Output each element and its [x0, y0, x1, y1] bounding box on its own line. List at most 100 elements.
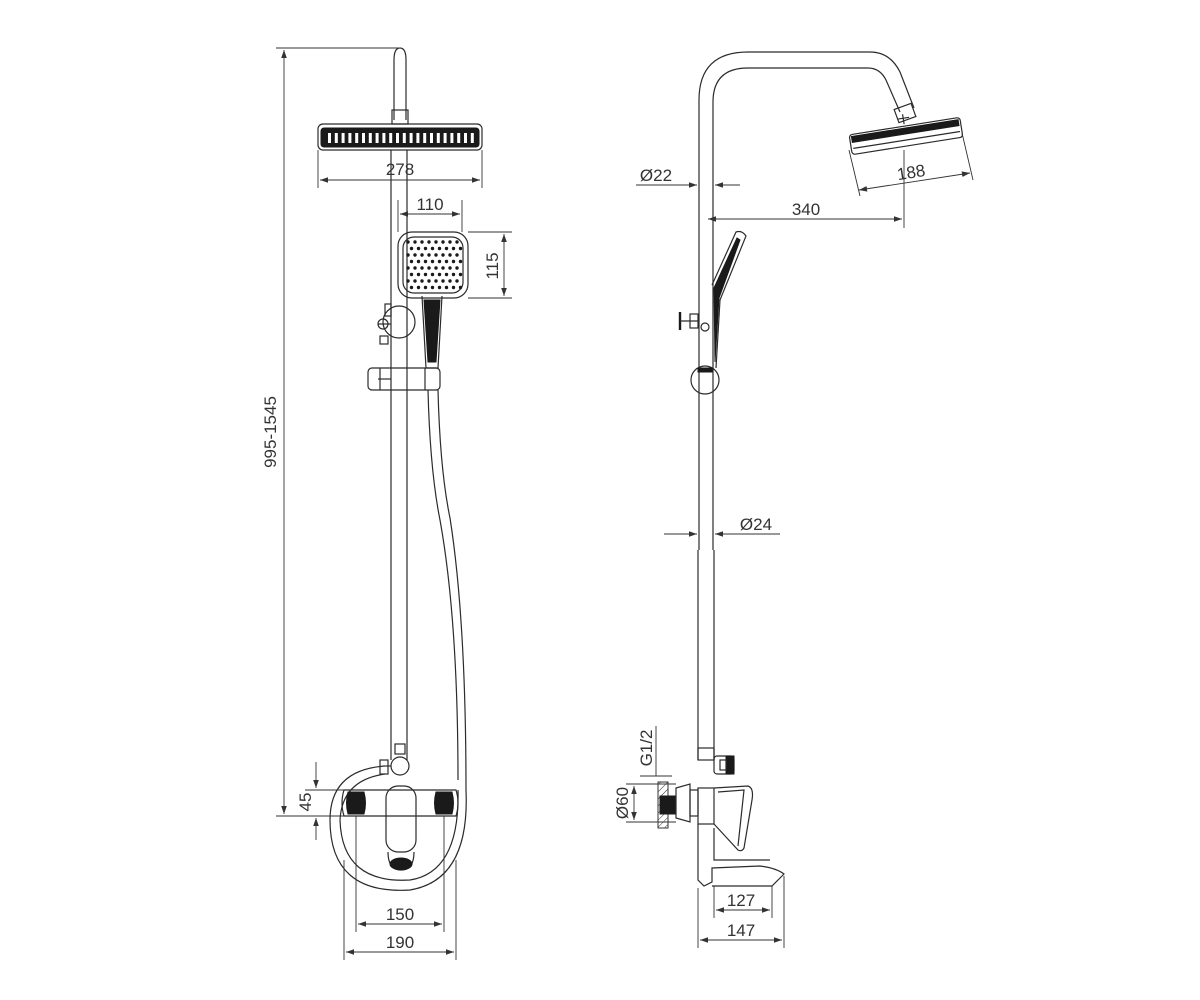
spray-hole	[409, 259, 414, 264]
dim-lower-pipe-diameter: Ø24	[740, 515, 772, 534]
spray-hole	[444, 272, 449, 277]
front-hand-shower	[397, 231, 469, 369]
dim-hand-shower-height: 115	[483, 252, 502, 279]
spray-hole	[406, 279, 410, 283]
front-mixer	[341, 743, 459, 871]
spray-hole	[455, 253, 459, 257]
spray-hole	[423, 285, 428, 290]
spray-hole	[455, 266, 459, 270]
spray-hole	[423, 246, 428, 251]
spray-hole	[437, 272, 442, 277]
front-diverter	[377, 303, 416, 345]
dim-overall-height: 995-1545	[261, 396, 280, 468]
spray-hole	[427, 253, 431, 257]
nozzle-slot	[436, 133, 440, 143]
nozzle-slot	[341, 133, 345, 143]
spray-hole	[409, 285, 414, 290]
nozzle-slot	[348, 133, 352, 143]
side-slide-holder	[690, 365, 720, 395]
dim-overhead-width: 278	[386, 160, 414, 179]
spray-hole	[455, 240, 459, 244]
nozzle-slot	[470, 133, 474, 143]
dim-upper-pipe-diameter: Ø22	[640, 166, 672, 185]
spray-hole	[409, 272, 414, 277]
front-overhead-shower-head	[317, 123, 483, 151]
spray-hole	[441, 253, 445, 257]
spray-hole	[444, 285, 449, 290]
spray-hole	[420, 266, 424, 270]
spray-hole	[416, 285, 421, 290]
spray-hole	[420, 279, 424, 283]
spray-hole	[434, 266, 438, 270]
spray-hole	[413, 253, 417, 257]
spray-hole	[427, 240, 431, 244]
nozzle-slot	[430, 133, 433, 143]
spray-hole	[448, 240, 452, 244]
spray-hole	[420, 253, 424, 257]
spray-hole	[420, 240, 424, 244]
front-shower-hose	[329, 389, 467, 891]
side-lower-pipe	[697, 550, 715, 760]
nozzle-slot	[423, 133, 427, 143]
front-dimension-labels: 995-1545 278 110 115 45 150 190	[261, 160, 502, 952]
spray-hole	[423, 272, 428, 277]
spray-hole	[434, 240, 438, 244]
front-main-pipe	[390, 150, 408, 760]
front-overhead-riser	[391, 47, 409, 125]
nozzle-slot	[389, 133, 393, 143]
spray-hole	[427, 279, 431, 283]
spray-hole	[430, 246, 435, 251]
spray-hole	[451, 272, 456, 277]
nozzle-slot	[396, 133, 399, 143]
spray-hole	[413, 240, 417, 244]
nozzle-slot	[402, 133, 406, 143]
nozzle-slot	[355, 133, 359, 143]
spray-hole	[430, 259, 435, 264]
spray-hole	[448, 266, 452, 270]
spray-hole	[409, 246, 414, 251]
spray-hole	[444, 246, 449, 251]
spray-hole	[413, 266, 417, 270]
dim-spout-length-inner: 127	[727, 891, 755, 910]
spray-hole	[451, 246, 456, 251]
spray-hole	[430, 272, 435, 277]
dim-mixer-offset: 45	[296, 793, 315, 812]
hand-shower-spray-holes	[406, 240, 463, 290]
dim-mixer-width-inner: 150	[386, 905, 414, 924]
side-overhead-arm	[698, 51, 917, 550]
spray-hole	[444, 259, 449, 264]
spray-hole	[458, 285, 463, 290]
spray-hole	[458, 246, 463, 251]
dim-hand-shower-width: 110	[416, 195, 443, 214]
dim-inlet-thread: G1/2	[637, 730, 656, 767]
front-dimensions	[276, 47, 512, 960]
side-view: Ø22 340 188 Ø24 G1/2 Ø60 127 147	[613, 51, 974, 948]
side-overhead-shower-head	[848, 114, 964, 155]
spray-hole	[441, 240, 445, 244]
spray-hole	[430, 285, 435, 290]
spray-hole	[434, 253, 438, 257]
nozzle-slot	[450, 133, 454, 143]
spray-hole	[451, 259, 456, 264]
spray-hole	[416, 246, 421, 251]
spray-hole	[451, 285, 456, 290]
dim-mixer-width-outer: 190	[386, 933, 414, 952]
spray-hole	[434, 279, 438, 283]
spray-hole	[406, 266, 410, 270]
nozzle-slot	[328, 133, 331, 143]
nozzle-slot	[362, 133, 365, 143]
spray-hole	[416, 259, 421, 264]
spray-hole	[437, 285, 442, 290]
side-dimensions	[626, 132, 974, 948]
spray-hole	[441, 279, 445, 283]
spray-hole	[416, 272, 421, 277]
dim-arm-reach: 340	[792, 200, 820, 219]
spray-hole	[413, 279, 417, 283]
nozzle-slot	[375, 133, 379, 143]
nozzle-slot	[368, 133, 372, 143]
nozzle-slot	[457, 133, 461, 143]
overhead-nozzle-row	[328, 133, 474, 143]
front-view: 995-1545 278 110 115 45 150 190	[261, 47, 512, 960]
dim-spout-length-outer: 147	[727, 921, 755, 940]
side-diverter	[678, 312, 710, 332]
